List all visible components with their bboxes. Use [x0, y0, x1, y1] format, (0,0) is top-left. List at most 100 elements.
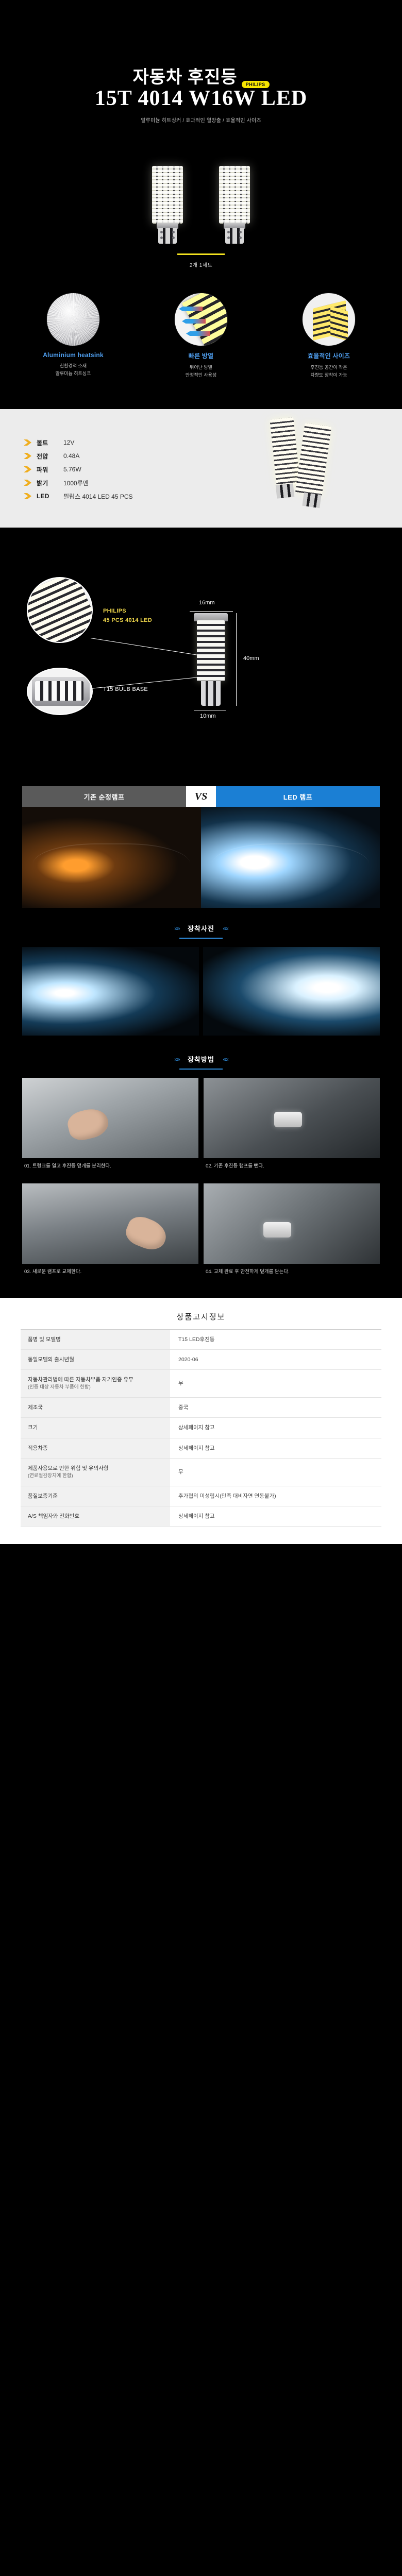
feature-desc-line2: 안정적인 사용성 — [185, 372, 217, 378]
led-bulb-image-left — [148, 166, 187, 244]
spec-value: 12V — [63, 439, 75, 446]
spec-value: 0.48A — [63, 452, 80, 460]
table-row: A/S 책임자와 전화번호 상세페이지 참고 — [21, 1506, 381, 1527]
chevron-right-icon — [24, 453, 31, 459]
spec-row-volt: 볼트 12V — [24, 436, 133, 449]
install-photo-section: »» 장착사진 «« — [0, 908, 402, 1039]
table-row: 적용차종 상세페이지 참고 — [21, 1438, 381, 1459]
install-step-2: 02. 기존 후진등 램프를 뺀다. — [204, 1078, 380, 1178]
info-label-cell: A/S 책임자와 전화번호 — [21, 1506, 170, 1527]
page-title-line2: 15T 4014 W16W LED — [94, 87, 308, 110]
install-photo-right — [203, 947, 380, 1036]
bulb-base — [302, 492, 322, 509]
specifications-section: 볼트 12V 전압 0.48A 파워 5.76W 밝기 1000루멘 — [0, 392, 402, 546]
feature-card-heat-dissipation: 빠른 방열 뛰어난 방열 안정적인 사용성 — [149, 293, 253, 379]
info-label: 자동차관리법에 따른 자동차부품 자기인증 유무 — [28, 1377, 133, 1383]
install-photo-heading-block: »» 장착사진 «« — [0, 908, 402, 947]
install-photo-row — [22, 947, 380, 1039]
section-heading-underline — [179, 1069, 223, 1070]
table-row: 품명 및 모델명 T15 LED후진등 — [21, 1329, 381, 1350]
info-value-cell: 2020-06 — [170, 1349, 381, 1370]
product-info-table: 품명 및 모델명 T15 LED후진등 동일모델의 출시년월 2020-06 자… — [21, 1329, 381, 1527]
specifications-list: 볼트 12V 전압 0.48A 파워 5.76W 밝기 1000루멘 — [24, 436, 133, 503]
led-array-closeup-image — [28, 578, 92, 642]
info-label-cell: 동일모델의 출시년월 — [21, 1349, 170, 1370]
bulb-neck — [224, 223, 245, 229]
dimension-width-label: 16mm — [199, 600, 215, 606]
lamp-image — [274, 1111, 302, 1127]
info-value-cell: 상세페이지 참고 — [170, 1438, 381, 1459]
info-label: 제조국 — [28, 1404, 43, 1411]
dimension-base-label: 10mm — [200, 713, 216, 719]
feature-desc-line1: 뛰어난 방열 — [190, 365, 212, 370]
install-step-photo — [204, 1183, 380, 1264]
bulb-top-cap — [194, 613, 228, 621]
table-row: 제품사용으로 인한 위험 및 유의사항 (연료절감장치에 한함) 무 — [21, 1458, 381, 1486]
table-row: 자동차관리법에 따른 자동차부품 자기인증 유무 (인증 대상 자동차 부품에 … — [21, 1369, 381, 1398]
feature-card-aluminium: Aluminium heatsink 친환경적 소재 알루미늄 히트싱크 — [22, 293, 125, 379]
install-step-caption: 03. 새로운 램프로 교체한다. — [24, 1269, 82, 1275]
set-quantity-label: 2개 1세트 — [189, 263, 213, 268]
spec-value: 필립스 4014 LED 45 PCS — [63, 493, 133, 500]
hand-image — [65, 1105, 111, 1143]
install-step-4: 04. 교체 완료 후 안전하게 덮개를 닫는다. — [204, 1183, 380, 1284]
feature-desc-line1: 후진등 공간이 작은 — [310, 365, 347, 370]
bulb-pair-section: 2개 1세트 — [0, 155, 402, 289]
dimension-height-label: 40mm — [243, 655, 259, 662]
spec-row-led: LED 필립스 4014 LED 45 PCS — [24, 489, 133, 503]
feature-desc-line1: 친환경적 소재 — [59, 363, 87, 368]
info-label-cell: 자동차관리법에 따른 자동차부품 자기인증 유무 (인증 대상 자동차 부품에 … — [21, 1369, 170, 1398]
install-steps-grid: 01. 트렁크를 열고 후진등 덮개를 분리한다. 02. 기존 후진등 램프를… — [22, 1078, 380, 1284]
page-title-line1: 자동차 후진등 — [132, 68, 238, 87]
info-label: 제품사용으로 인한 위험 및 유의사항 — [28, 1465, 109, 1471]
comparison-header: 기존 순정램프 VS LED 램프 — [22, 786, 380, 807]
info-label: 적용차종 — [28, 1445, 48, 1451]
product-info-table-body: 품명 및 모델명 T15 LED후진등 동일모델의 출시년월 2020-06 자… — [21, 1329, 381, 1527]
yellow-divider — [177, 253, 225, 255]
spec-row-power: 파워 5.76W — [24, 463, 133, 476]
hero-subtitle: 알루미늄 히트싱커 / 효과적인 열방출 / 효율적인 사이즈 — [141, 118, 261, 124]
install-photo-left — [22, 947, 199, 1036]
section-heading-underline — [179, 938, 223, 939]
led-lamp-photo — [201, 807, 380, 908]
install-step-caption: 04. 교체 완료 후 안전하게 덮개를 닫는다. — [206, 1269, 290, 1275]
install-method-heading-block: »» 장착방법 «« — [0, 1039, 402, 1078]
spec-label: 전압 — [37, 452, 48, 460]
callout-philips-line1: PHILIPS — [103, 608, 126, 614]
info-value-cell: 상세페이지 참고 — [170, 1506, 381, 1527]
feature-card-size: 효율적인 사이즈 후진등 공간이 작은 차량도 장착이 가능 — [277, 293, 380, 379]
lamp-image — [263, 1222, 292, 1238]
specifications-panel: 볼트 12V 전압 0.48A 파워 5.76W 밝기 1000루멘 — [0, 409, 402, 528]
chevron-right-icon — [24, 493, 31, 499]
airflow-arrow — [182, 319, 206, 324]
comparison-section: 기존 순정램프 VS LED 램프 — [0, 773, 402, 908]
chevron-right-decoration-icon: «« — [223, 1055, 228, 1063]
comparison-photos — [22, 807, 380, 908]
info-label: 크기 — [28, 1425, 38, 1431]
feature-desc-line2: 알루미늄 히트싱크 — [55, 370, 91, 376]
chevron-right-icon — [24, 439, 31, 446]
dimension-height-line — [236, 613, 237, 706]
callout-leader-line — [90, 638, 198, 655]
chevron-right-icon — [24, 480, 31, 486]
comparison-left-label: 기존 순정램프 — [22, 786, 186, 807]
section-heading: 장착방법 — [188, 1056, 214, 1063]
comparison-right-label: LED 램프 — [216, 786, 380, 807]
hand-image — [122, 1212, 171, 1255]
install-step-3: 03. 새로운 램프로 교체한다. — [22, 1183, 198, 1284]
aluminium-heatsink-icon — [46, 293, 100, 346]
info-label-cell: 제품사용으로 인한 위험 및 유의사항 (연료절감장치에 한함) — [21, 1458, 170, 1486]
spec-label: 밝기 — [37, 479, 48, 487]
callout-label-bulb-base: T15 BULB BASE — [103, 686, 148, 692]
bulb-base — [275, 483, 295, 499]
install-step-photo — [204, 1078, 380, 1158]
product-info-section: 상품고시정보 품명 및 모델명 T15 LED후진등 동일모델의 출시년월 20… — [0, 1297, 402, 1545]
led-chip-shape — [330, 306, 348, 341]
callout-philips-line2: 45 PCS 4014 LED — [103, 617, 152, 623]
bulb-base — [201, 681, 221, 706]
callout-bulb-base-closeup — [27, 668, 93, 715]
bulb-base — [158, 228, 177, 244]
install-step-caption: 02. 기존 후진등 램프를 뺀다. — [206, 1163, 264, 1169]
